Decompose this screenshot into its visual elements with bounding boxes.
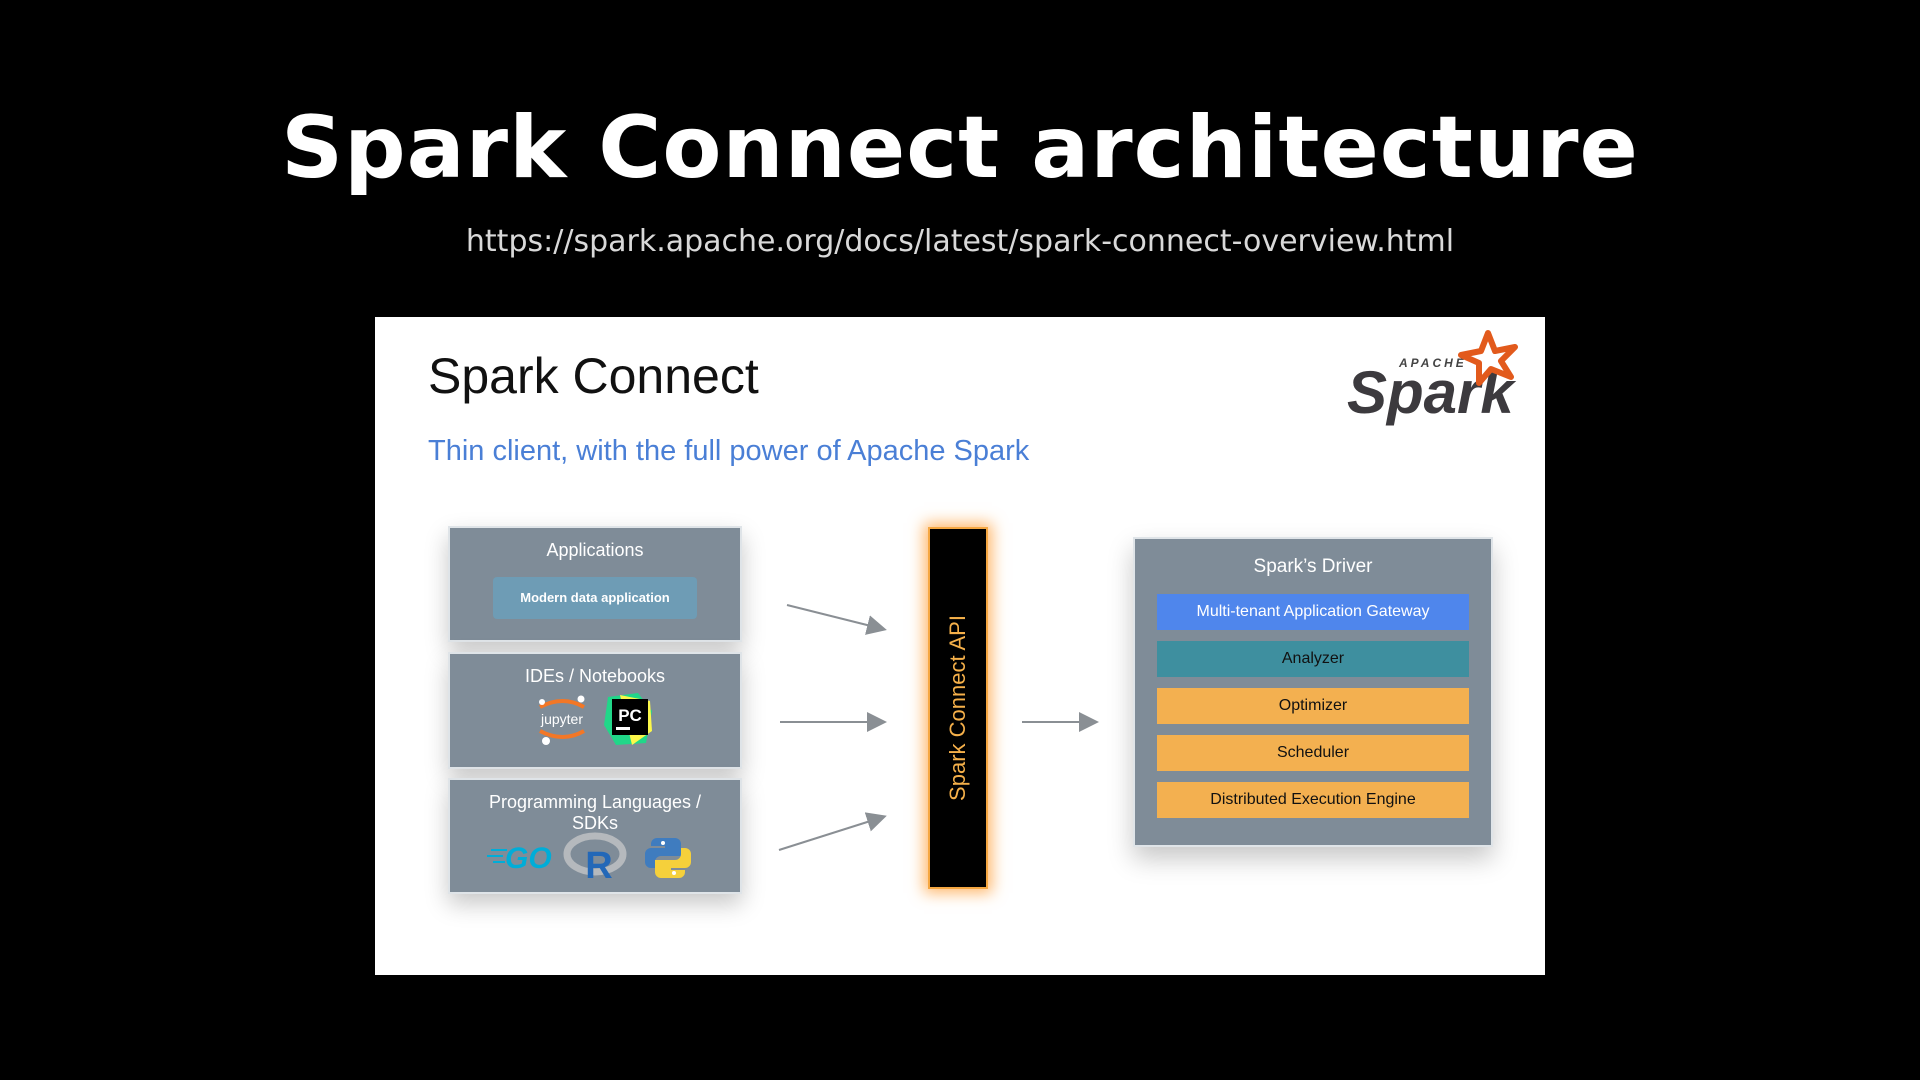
diagram-panel: Spark Connect Thin client, with the full…	[375, 317, 1545, 975]
programming-languages-box: Programming Languages / SDKs GO R	[448, 778, 742, 894]
python-icon	[645, 838, 691, 878]
layer-multi-tenant-application-gateway: Multi-tenant Application Gateway	[1157, 594, 1469, 630]
spark-driver-title: Spark’s Driver	[1253, 556, 1373, 577]
spark-driver-box: Spark’s Driver Multi-tenant Application …	[1133, 537, 1493, 847]
spark-connect-api-bar: Spark Connect API	[928, 527, 988, 889]
pycharm-icon: PC	[604, 693, 652, 745]
layer-scheduler: Scheduler	[1157, 735, 1469, 771]
applications-label: Applications	[546, 540, 644, 560]
programming-languages-label: Programming Languages / SDKs	[488, 792, 702, 833]
panel-subtitle: Thin client, with the full power of Apac…	[428, 435, 1030, 467]
slide-url: https://spark.apache.org/docs/latest/spa…	[465, 224, 1455, 259]
layer-distributed-execution-engine: Distributed Execution Engine	[1157, 782, 1469, 818]
layer-analyzer: Analyzer	[1157, 641, 1469, 677]
ides-notebooks-label: IDEs / Notebooks	[524, 666, 666, 686]
r-text: R	[585, 845, 612, 882]
ide-icons: jupyter PC	[539, 693, 652, 745]
go-icon: GO	[487, 842, 552, 875]
ides-notebooks-box: IDEs / Notebooks jupyter PC	[448, 652, 742, 769]
layer-optimizer: Optimizer	[1157, 688, 1469, 724]
spark-logo: APACHE Spark	[1347, 330, 1518, 426]
applications-box: Applications Modern data application	[448, 526, 742, 642]
go-text: GO	[505, 842, 552, 875]
spark-star-icon	[1458, 330, 1518, 386]
jupyter-text: jupyter	[540, 711, 583, 727]
language-icons: GO R	[487, 832, 691, 882]
arrow-languages-to-api	[778, 812, 887, 851]
modern-data-application-pill: Modern data application	[493, 577, 697, 619]
jupyter-icon: jupyter	[539, 695, 585, 745]
spark-logo-small-text: APACHE	[1398, 356, 1467, 370]
r-icon: R	[563, 832, 627, 882]
slide-title: Spark Connect architecture	[281, 98, 1639, 198]
panel-title: Spark Connect	[428, 348, 759, 404]
pycharm-text: PC	[618, 706, 642, 725]
arrow-applications-to-api	[786, 604, 887, 635]
spark-connect-api-label: Spark Connect API	[945, 615, 970, 801]
